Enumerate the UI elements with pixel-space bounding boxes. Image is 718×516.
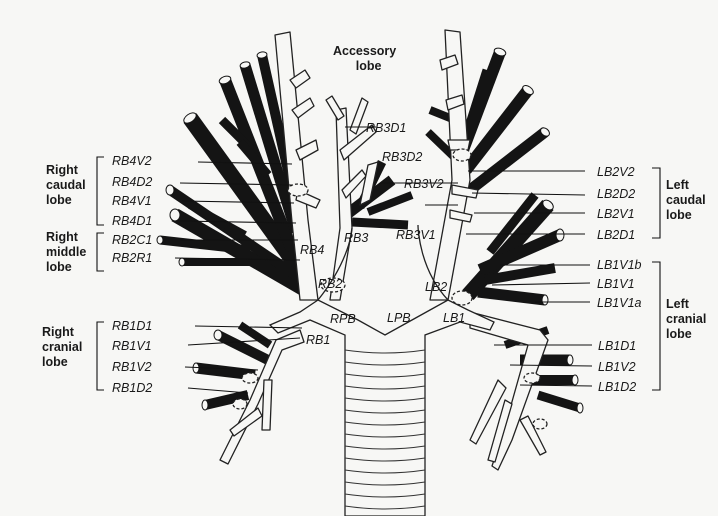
label-lb1d2: LB1D2 [598,380,636,394]
label-rb1d1: RB1D1 [112,319,152,333]
right-cranial-lobe-label: Right cranial lobe [42,325,82,370]
label-rb4d1: RB4D1 [112,214,152,228]
label-rb3v1: RB3V1 [396,228,436,242]
label-rb2r1: RB2R1 [112,251,152,265]
label-rb3: RB3 [344,231,368,245]
label-rb4: RB4 [300,243,324,257]
label-rb1d2: RB1D2 [112,381,152,395]
label-rb3d1: RB3D1 [366,121,406,135]
label-lb1v1a: LB1V1a [597,296,641,310]
label-rb2: RB2 [318,277,342,291]
label-lb2v1: LB2V1 [597,207,635,221]
label-lb2d1: LB2D1 [597,228,635,242]
label-lb2d2: LB2D2 [597,187,635,201]
label-lb1d1: LB1D1 [598,339,636,353]
label-rb4d2: RB4D2 [112,175,152,189]
right-caudal-lobe-label: Right caudal lobe [46,163,86,208]
label-lb2v2: LB2V2 [597,165,635,179]
label-rb3d2: RB3D2 [382,150,422,164]
label-lb1: LB1 [443,311,465,325]
label-lb1v1b: LB1V1b [597,258,641,272]
label-lb1v1: LB1V1 [597,277,635,291]
label-rb2c1: RB2C1 [112,233,152,247]
left-cranial-lobe-label: Left cranial lobe [666,297,706,342]
label-lpb: LPB [387,311,411,325]
left-caudal-lobe-label: Left caudal lobe [666,178,706,223]
label-lb1v2: LB1V2 [598,360,636,374]
label-rb1v1: RB1V1 [112,339,152,353]
right-middle-lobe-label: Right middle lobe [46,230,86,275]
label-lb2: LB2 [425,280,447,294]
accessory-lobe-label: Accessory lobe [333,44,396,74]
label-rb4v2: RB4V2 [112,154,152,168]
label-rb3v2: RB3V2 [404,177,444,191]
label-rb1v2: RB1V2 [112,360,152,374]
label-rb1: RB1 [306,333,330,347]
label-rpb: RPB [330,312,356,326]
label-rb4v1: RB4V1 [112,194,152,208]
